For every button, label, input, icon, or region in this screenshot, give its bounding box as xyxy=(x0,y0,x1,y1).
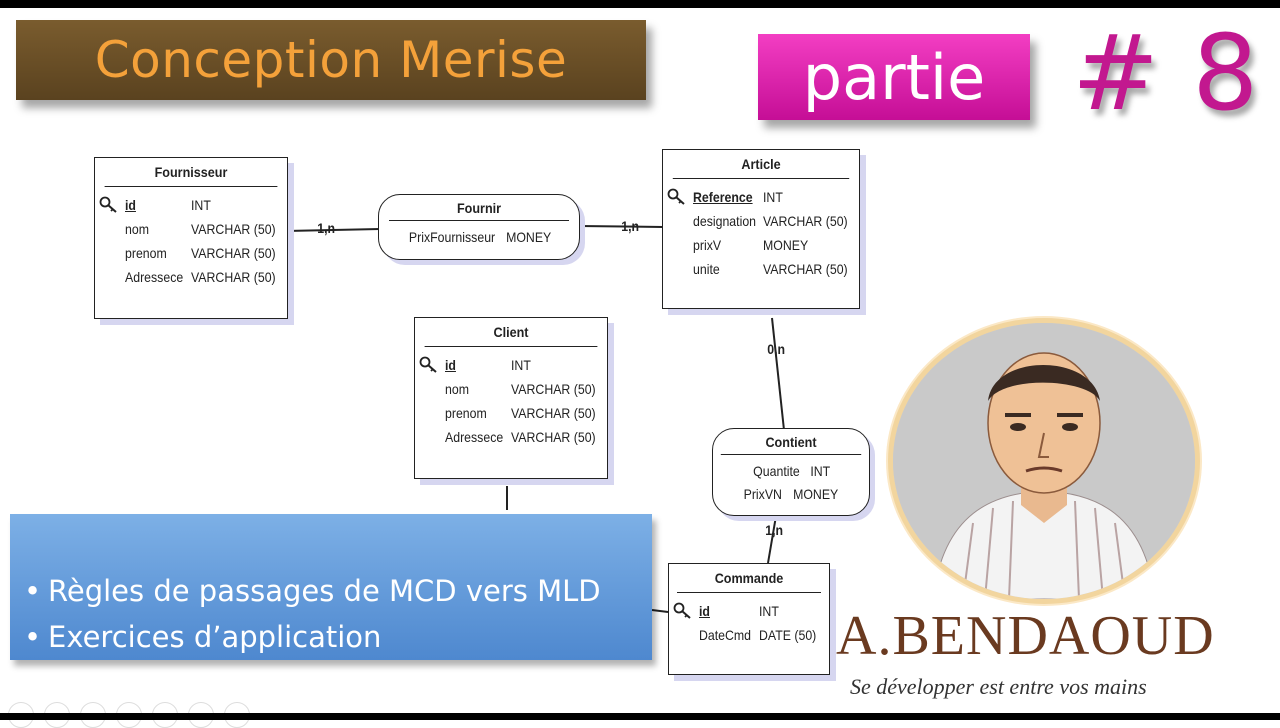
attribute-row: PrixFournisseur MONEY xyxy=(379,225,579,248)
attribute-name: prixV xyxy=(693,237,722,253)
attribute-row: id INT xyxy=(673,599,823,623)
attribute-type: INT xyxy=(191,197,211,213)
attribute-row: Quantite INT xyxy=(713,459,869,482)
link-fournisseur-fournir xyxy=(285,228,381,232)
entity-fournisseur: Fournisseur id INT nom VARCHAR (50) pren… xyxy=(94,157,288,319)
attribute-type: INT xyxy=(763,189,783,205)
association-contient-title: Contient xyxy=(720,429,862,455)
attribute-row: prenom VARCHAR (50) xyxy=(125,241,281,265)
attribute-type: VARCHAR (50) xyxy=(191,245,276,261)
attribute-type: INT xyxy=(759,603,779,619)
attribute-type: VARCHAR (50) xyxy=(191,221,276,237)
attribute-row: Reference INT xyxy=(667,185,853,209)
key-icon xyxy=(419,356,437,373)
key-icon xyxy=(673,602,691,619)
attribute-row: id INT xyxy=(99,193,281,217)
attribute-row: Adressece VARCHAR (50) xyxy=(125,265,281,289)
brand-tagline: Se développer est entre vos mains xyxy=(850,674,1147,699)
attribute-name: Adressece xyxy=(445,429,504,445)
association-fournir: Fournir PrixFournisseur MONEY xyxy=(378,194,580,260)
attribute-type: MONEY xyxy=(793,485,839,502)
attribute-type: INT xyxy=(810,462,831,479)
entity-article-title: Article xyxy=(672,150,850,179)
card-fournisseur-fournir: 1,n xyxy=(317,220,336,236)
entity-client-title: Client xyxy=(424,318,598,347)
attribute-type: INT xyxy=(511,357,531,373)
title-banner: Conception Merise xyxy=(16,20,646,100)
topic-item: •Règles de passages de MCD vers MLD xyxy=(24,574,601,608)
card-article-fournir: 1,n xyxy=(621,218,640,234)
attribute-row: Adressece VARCHAR (50) xyxy=(445,425,601,449)
topics-list: •Règles de passages de MCD vers MLD •Exe… xyxy=(24,568,601,660)
topic-text: Exercices d’application xyxy=(48,620,382,654)
attribute-type: VARCHAR (50) xyxy=(763,261,848,277)
link-article-contient xyxy=(771,317,785,431)
topic-item: •Exercices d’application xyxy=(24,620,382,654)
attribute-name: prenom xyxy=(445,405,487,421)
attribute-type: DATE (50) xyxy=(759,627,817,643)
attribute-type: VARCHAR (50) xyxy=(511,405,596,421)
link-client-commande-b xyxy=(651,609,669,613)
partie-text: partie xyxy=(802,40,986,114)
attribute-name: nom xyxy=(125,221,149,237)
title-text: Conception Merise xyxy=(94,31,568,89)
entity-commande: Commande id INT DateCmd DATE (50) xyxy=(668,563,830,675)
top-border xyxy=(0,0,1280,8)
attribute-name: Reference xyxy=(693,189,753,205)
card-article-contient: 0,n xyxy=(767,341,786,357)
link-contient-commande xyxy=(767,515,777,564)
attribute-type: MONEY xyxy=(506,228,552,245)
attribute-name: PrixVN xyxy=(743,485,782,502)
key-icon xyxy=(667,188,685,205)
key-icon xyxy=(99,196,117,213)
attribute-row: prixV MONEY xyxy=(693,233,853,257)
attribute-name: designation xyxy=(693,213,757,229)
attribute-name: unite xyxy=(693,261,720,277)
attribute-name: nom xyxy=(445,381,469,397)
entity-fournisseur-title: Fournisseur xyxy=(104,158,278,187)
entity-article: Article Reference INT designation VARCHA… xyxy=(662,149,860,309)
attribute-type: VARCHAR (50) xyxy=(191,269,276,285)
attribute-row: unite VARCHAR (50) xyxy=(693,257,853,281)
entity-commande-title: Commande xyxy=(677,564,821,593)
attribute-name: Quantite xyxy=(753,462,801,479)
part-number: # 8 xyxy=(1072,12,1259,134)
attribute-name: DateCmd xyxy=(699,627,752,643)
author-portrait xyxy=(888,318,1200,604)
attribute-row: nom VARCHAR (50) xyxy=(125,217,281,241)
attribute-name: id xyxy=(125,197,136,213)
card-commande-contient: 1,n xyxy=(765,522,784,538)
partie-banner: partie xyxy=(758,34,1030,120)
attribute-type: VARCHAR (50) xyxy=(763,213,848,229)
association-fournir-title: Fournir xyxy=(389,195,569,221)
attribute-row: prenom VARCHAR (50) xyxy=(445,401,601,425)
attribute-row: PrixVN MONEY xyxy=(713,482,869,505)
topics-panel: •Règles de passages de MCD vers MLD •Exe… xyxy=(10,514,652,660)
attribute-name: id xyxy=(445,357,456,373)
attribute-type: MONEY xyxy=(763,237,809,253)
attribute-row: designation VARCHAR (50) xyxy=(693,209,853,233)
link-fournir-article xyxy=(577,225,664,228)
attribute-name: Adressece xyxy=(125,269,184,285)
brand-name: A.BENDAOUD xyxy=(836,605,1215,667)
attribute-type: VARCHAR (50) xyxy=(511,381,596,397)
attribute-type: VARCHAR (50) xyxy=(511,429,596,445)
attribute-row: DateCmd DATE (50) xyxy=(699,623,823,647)
topic-text: Règles de passages de MCD vers MLD xyxy=(48,574,601,608)
attribute-row: nom VARCHAR (50) xyxy=(445,377,601,401)
attribute-row: id INT xyxy=(419,353,601,377)
portrait-image xyxy=(893,323,1195,599)
association-contient: Contient Quantite INT PrixVN MONEY xyxy=(712,428,870,516)
attribute-name: prenom xyxy=(125,245,167,261)
bottom-border xyxy=(0,713,1280,720)
attribute-name: id xyxy=(699,603,710,619)
attribute-name: PrixFournisseur xyxy=(409,228,496,245)
entity-client: Client id INT nom VARCHAR (50) prenom VA… xyxy=(414,317,608,479)
